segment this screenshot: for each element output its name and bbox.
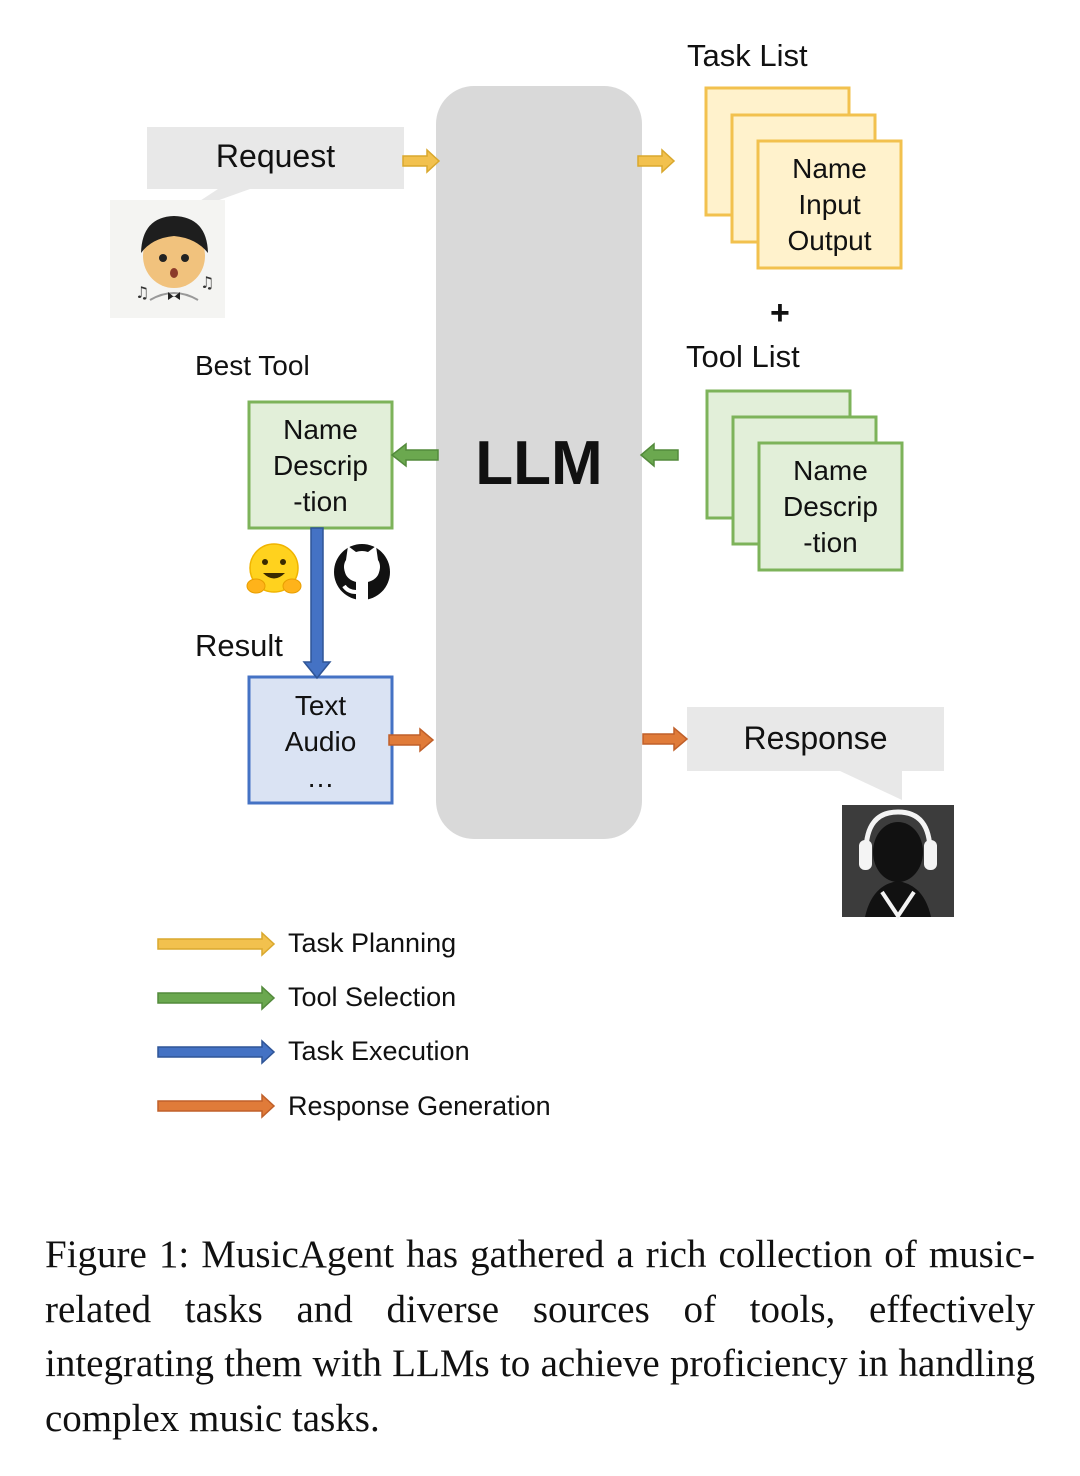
response-arrow-response <box>642 726 689 752</box>
request-label: Request <box>215 138 336 174</box>
request-bubble <box>147 127 404 214</box>
result-line-text: Text <box>294 690 347 721</box>
svg-text:♫: ♫ <box>200 273 214 292</box>
llm-block <box>436 86 642 839</box>
tool-card-line-descrip: Descrip <box>783 491 878 522</box>
best-tool-card-text: Name Descrip -tion <box>249 412 392 520</box>
best-tool-line-tion: -tion <box>293 486 348 517</box>
best-tool-line-descrip: Descrip <box>273 450 368 481</box>
legend-arrow-task-execution <box>157 1039 276 1065</box>
legend-label-response-generation: Response Generation <box>288 1091 551 1121</box>
legend-label-task-planning: Task Planning <box>288 928 457 958</box>
task-card-text: Name Input Output <box>758 151 901 259</box>
result-line-audio: Audio <box>284 726 357 757</box>
figure-caption: Figure 1: MusicAgent has gathered a rich… <box>45 1233 1035 1440</box>
task-card-line-input: Input <box>798 189 861 220</box>
legend-arrow-task-planning <box>157 931 276 957</box>
tool-card-text: Name Descrip -tion <box>759 453 902 561</box>
plus-sign: + <box>770 294 790 332</box>
legend-arrow-tool-selection <box>157 985 276 1011</box>
llm-label: LLM <box>475 429 603 498</box>
result-label: Result <box>195 628 283 663</box>
task-execution-arrow <box>302 527 332 680</box>
task-planning-arrow-tasklist <box>637 148 676 174</box>
tool-card-stack <box>705 389 904 572</box>
legend-label-task-execution: Task Execution <box>288 1036 470 1066</box>
diagram-canvas: ♫ ♫ <box>110 86 954 1119</box>
task-card-line-name: Name <box>792 153 867 184</box>
tool-card-line-name: Name <box>793 455 868 486</box>
legend-arrow-response-generation <box>157 1093 276 1119</box>
best-tool-label: Best Tool <box>195 350 310 381</box>
headphone-user-avatar-icon <box>842 805 954 920</box>
tool-selection-arrow-toollist <box>639 442 679 468</box>
task-card-line-output: Output <box>787 225 872 256</box>
response-bubble <box>687 707 944 800</box>
best-tool-card <box>247 400 394 530</box>
result-line-ellipsis: … <box>306 762 335 793</box>
response-arrow-result <box>388 727 435 753</box>
task-list-label: Task List <box>687 38 808 73</box>
best-tool-line-name: Name <box>283 414 358 445</box>
svg-text:♫: ♫ <box>135 283 149 302</box>
tool-selection-arrow-besttool <box>390 442 439 468</box>
legend-label-tool-selection: Tool Selection <box>288 982 457 1012</box>
response-label: Response <box>743 720 888 756</box>
task-planning-arrow-request <box>402 148 441 174</box>
github-icon <box>334 544 390 600</box>
tool-list-label: Tool List <box>686 339 800 374</box>
boy-avatar-icon: ♫ ♫ <box>110 200 225 318</box>
hugging-face-icon <box>246 543 302 594</box>
task-card-stack <box>704 86 903 270</box>
result-card-text: Text Audio … <box>249 688 392 796</box>
tool-card-line-tion: -tion <box>803 527 858 558</box>
